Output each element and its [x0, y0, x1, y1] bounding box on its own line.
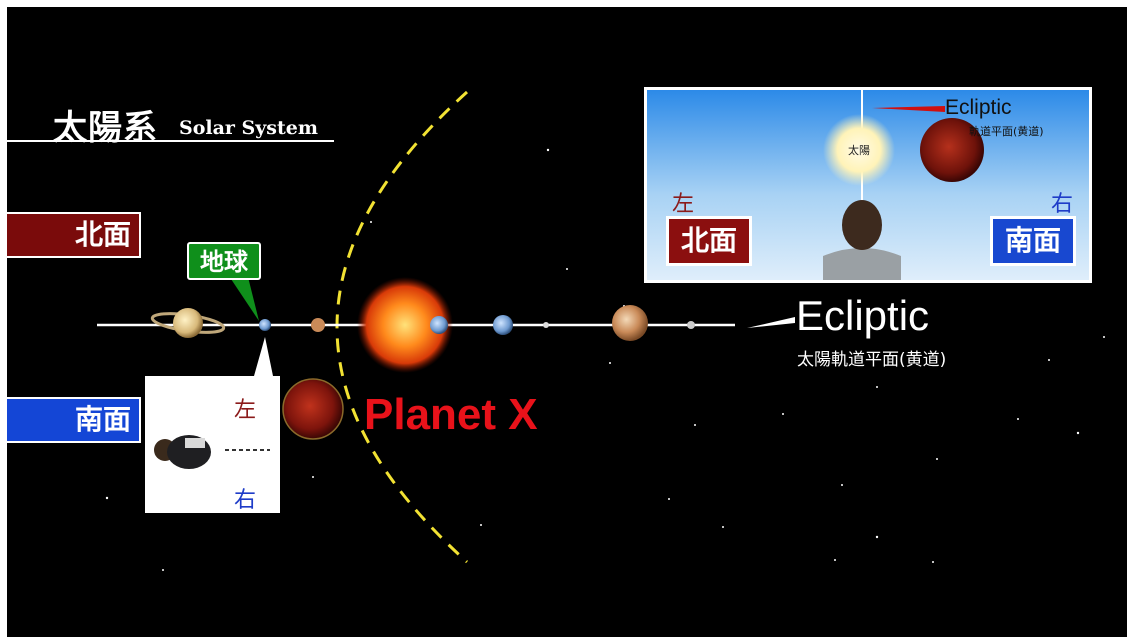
planet-small-1	[311, 318, 325, 332]
space-background: 太陽系 Solar System 北面 南面	[7, 7, 1127, 637]
inset-sun-label: 太陽	[848, 144, 870, 157]
title-english: Solar System	[179, 117, 318, 139]
earth-label: 地球	[187, 242, 261, 280]
planet-x	[282, 378, 344, 440]
planet-x-label: Planet X	[364, 390, 538, 439]
planet-blue-2	[493, 315, 513, 335]
south-side-tab: 南面	[7, 397, 141, 443]
person-left-label: 左	[234, 398, 257, 423]
jupiter	[612, 305, 648, 341]
inset-south-tab: 南面	[990, 216, 1076, 266]
sun	[357, 277, 453, 373]
inset-ecliptic-sublabel: 軌道平面(黄道)	[969, 125, 1044, 138]
saturn	[150, 308, 226, 338]
title-underline	[7, 140, 334, 142]
ecliptic-label: Ecliptic	[796, 292, 930, 339]
planet-x-orbit	[335, 90, 469, 564]
earth-label-pointer	[227, 273, 259, 321]
ecliptic-sublabel: 太陽軌道平面(黄道)	[797, 350, 947, 370]
inset-right-label: 右	[1051, 192, 1074, 217]
ecliptic-pointer	[747, 317, 795, 328]
inset-view-panel: Ecliptic 軌道平面(黄道) 太陽 左 右 北面 南面	[644, 87, 1092, 283]
person-box-pointer	[254, 337, 273, 376]
person-right-label: 右	[234, 488, 257, 513]
inset-north-tab: 北面	[666, 216, 752, 266]
inset-ecliptic-label: Ecliptic	[945, 96, 1012, 119]
person-figure-icon	[154, 435, 270, 469]
planet-blue-1	[430, 316, 448, 334]
earth	[259, 319, 271, 331]
solar-system-diagram	[97, 90, 795, 564]
planet-small-2	[543, 322, 549, 328]
inset-scene	[823, 90, 984, 280]
person-view-box: 左 右	[145, 376, 280, 513]
planet-small-3	[687, 321, 695, 329]
inset-left-label: 左	[672, 192, 695, 217]
north-side-tab: 北面	[7, 212, 141, 258]
